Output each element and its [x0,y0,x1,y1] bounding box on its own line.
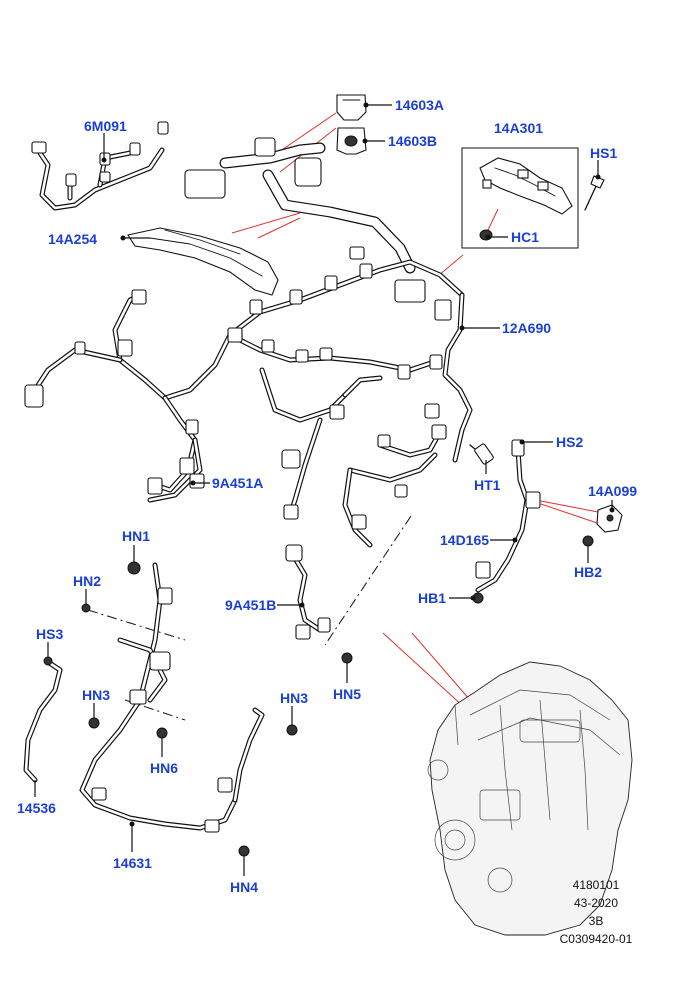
hn3-nut-right [286,724,298,736]
callout-14d165: 14D165 [440,532,489,548]
callout-hc1: HC1 [511,229,539,245]
9a451b-harness [285,544,331,640]
reference-block: 4180101 43-2020 3B C0309420-01 [560,878,633,946]
callout-14a099: 14A099 [588,483,637,499]
callout-hs2: HS2 [556,434,583,450]
ref-line-3: 3B [589,914,604,928]
callout-14631: 14631 [113,855,152,871]
hn1-nut [127,561,141,575]
callout-14a301: 14A301 [494,120,543,136]
callout-hn4: HN4 [230,879,258,895]
hn4-nut [238,845,250,857]
callout-12a690: 12A690 [502,320,551,336]
callout-hb2: HB2 [574,564,602,580]
hn3-nut-left [88,717,100,729]
14536-bracket [23,659,63,783]
14603b-cover [336,127,367,155]
14a254-heat-shield [127,227,279,296]
14a301-detail-box [461,147,579,249]
callout-hs3: HS3 [36,626,63,642]
callout-6m091: 6M091 [84,118,127,134]
main-harness-12a690 [24,137,473,548]
dash-dot-lines [87,515,412,721]
ref-line-4: C0309420-01 [560,932,633,946]
callout-9a451a: 9A451A [212,475,263,491]
callout-hs1: HS1 [590,145,617,161]
hn6-nut [156,727,168,739]
6m091-sensor-harness [31,121,169,211]
hn2-nut [81,603,91,613]
callout-14603b: 14603B [388,133,437,149]
hs1-screw [584,175,605,211]
callout-14a254: 14A254 [48,231,97,247]
ref-line-1: 4180101 [573,878,620,892]
hs3-screw [43,656,53,666]
callout-14603a: 14603A [395,97,444,113]
14a301-bracket [479,157,573,215]
engine-illustration [427,661,633,936]
callout-labels: 6M091 14603A 14603B 14A301 HS1 HC1 14A25… [17,97,637,895]
14631-lower-harness [79,562,265,833]
callout-ht1: HT1 [474,477,501,493]
hn5-nut [341,652,353,664]
ht1-sensor [469,443,494,465]
callout-hb1: HB1 [418,590,446,606]
callout-9a451b: 9A451B [225,597,276,613]
callout-14536: 14536 [17,800,56,816]
hb2-bolt [582,535,594,547]
red-indicator-lines [231,112,607,709]
callout-hn3-right: HN3 [280,690,308,706]
14603a-cover [336,94,367,121]
callout-hn2: HN2 [73,573,101,589]
ref-line-2: 43-2020 [574,896,618,910]
callout-hn6: HN6 [150,760,178,776]
callout-hn3-left: HN3 [82,687,110,703]
callout-hn5: HN5 [333,686,361,702]
leader-dots [101,102,615,827]
callout-hn1: HN1 [122,528,150,544]
14d165-harness [475,439,541,593]
leader-lines [34,104,613,876]
14a099-bracket [596,504,623,533]
